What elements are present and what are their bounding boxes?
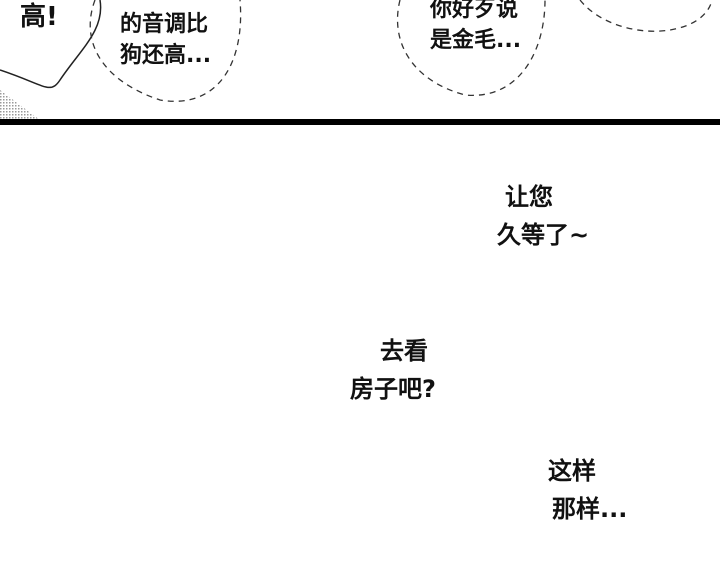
text-line: 你好歹说 [430, 0, 519, 22]
text-line: 去看 [380, 337, 428, 365]
screentone [0, 90, 40, 120]
thought-bubble-right [396, 0, 546, 96]
panel-border [0, 119, 720, 125]
dialogue-2: 去看 房子吧? [350, 332, 436, 408]
text-line: 让您 [505, 183, 553, 211]
text-line: 是金毛... [430, 28, 522, 53]
bubble-middle-text: 的音调比 狗还高... [120, 9, 211, 71]
dialogue-3: 这样 那样... [548, 452, 627, 528]
thought-bubble-far-right [579, 0, 713, 32]
text-line: 那样... [552, 495, 628, 523]
text-line: 房子吧? [350, 375, 436, 403]
thought-bubble-middle [89, 0, 242, 102]
text-line: 久等了~ [497, 221, 590, 249]
bubble-right-text: 你好歹说 是金毛... [430, 0, 521, 56]
speech-bubble-left [0, 0, 102, 89]
text-line: 这样 [548, 457, 596, 485]
text-line: 高! [20, 2, 58, 32]
text-line: 的音调比 [120, 12, 209, 37]
text-line: 狗还高... [120, 43, 212, 68]
dialogue-1: 让您 久等了~ [497, 178, 589, 254]
bubble-left-text: 高! [20, 2, 58, 33]
